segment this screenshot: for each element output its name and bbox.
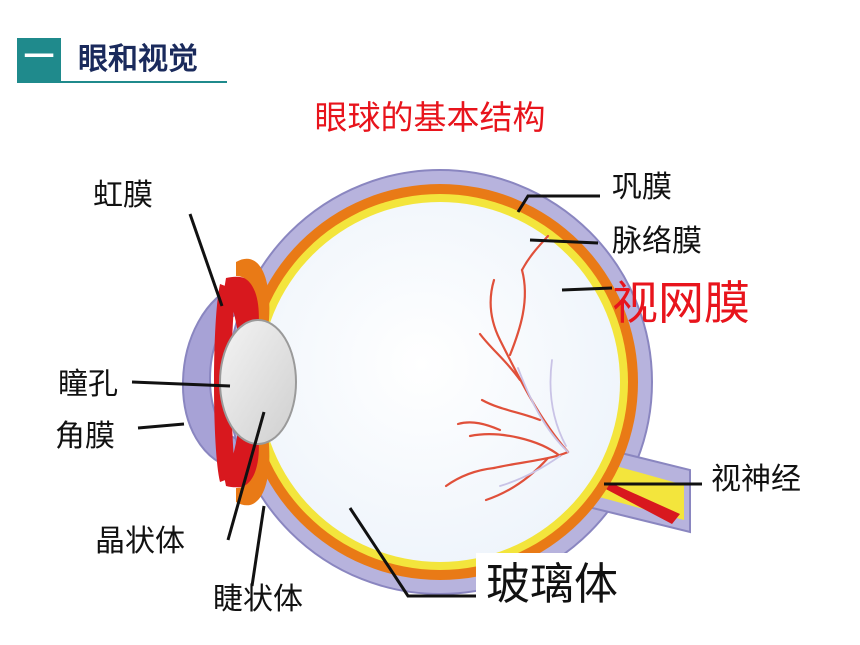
- retina-vessels-pale: [499, 359, 569, 487]
- leader-lines: [131, 194, 702, 598]
- label-vitreous-body: 玻璃体: [486, 559, 618, 610]
- label-ciliary-body: 睫状体: [213, 582, 303, 617]
- label-sclera: 巩膜: [612, 170, 672, 205]
- label-retina: 视网膜: [612, 276, 750, 330]
- lens-shape: [219, 319, 297, 445]
- ciliary-orange-top: [236, 258, 270, 332]
- section-title: 眼和视觉: [78, 42, 198, 77]
- vitreous-shape: [260, 202, 620, 562]
- label-cornea: 角膜: [55, 419, 115, 454]
- label-pupil: 瞳孔: [58, 367, 118, 402]
- diagram-title: 眼球的基本结构: [314, 98, 546, 137]
- header-divider: [17, 81, 227, 83]
- retina-vessels: [444, 234, 570, 502]
- label-choroid: 脉络膜: [612, 224, 702, 259]
- vitreous-label-bg: [476, 553, 648, 617]
- label-iris: 虹膜: [93, 178, 153, 213]
- label-optic-nerve: 视神经: [711, 462, 801, 497]
- section-number-badge: 一: [17, 38, 61, 82]
- label-lens: 晶状体: [95, 524, 185, 559]
- optic-nerve-vessel: [600, 478, 680, 524]
